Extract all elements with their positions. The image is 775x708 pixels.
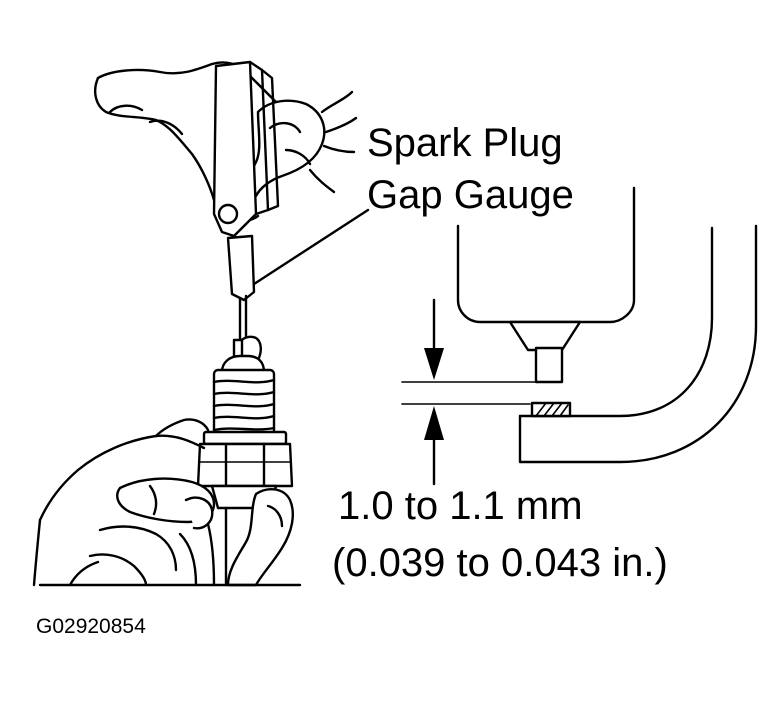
gap-gauge-drawing <box>212 60 280 342</box>
ground-electrode <box>518 226 714 418</box>
electrode-gap-detail <box>401 186 758 486</box>
figure-code: G02920854 <box>36 615 146 638</box>
gap-arrow-up <box>424 406 444 486</box>
insulator-nose <box>508 320 582 352</box>
gauge-label-line1: Spark Plug <box>367 121 563 165</box>
center-electrode <box>534 346 564 384</box>
spark-plug-drawing <box>196 335 294 587</box>
gap-spec-inches: (0.039 to 0.043 in.) <box>332 541 668 585</box>
gauge-label-line2: Gap Gauge <box>367 173 574 217</box>
lower-hand-drawing <box>32 418 302 587</box>
tip-hatching <box>535 402 569 417</box>
hand-and-spark-plug-illustration <box>32 60 370 587</box>
gauge-leader-line <box>252 208 370 286</box>
gap-spec-mm: 1.0 to 1.1 mm <box>338 484 583 528</box>
gap-arrow-down <box>424 298 444 380</box>
